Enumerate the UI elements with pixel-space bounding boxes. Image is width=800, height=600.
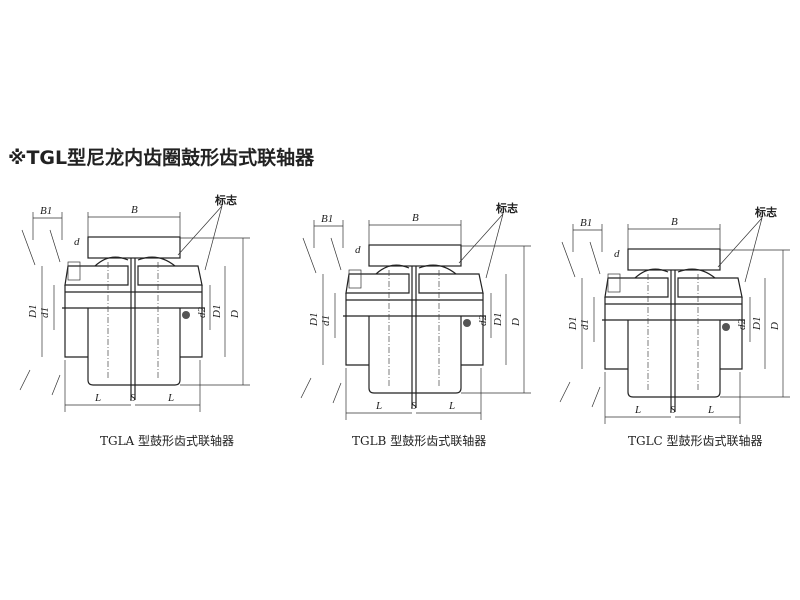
- dim-label-b: B: [131, 204, 138, 216]
- shaft-break-lines: [559, 241, 601, 408]
- dim-label-d1-right: D1: [492, 313, 504, 327]
- nylon-sleeve: [368, 244, 462, 267]
- dim-label-s: S: [130, 392, 136, 404]
- right-hub-flange: [137, 265, 203, 286]
- right-hub-flange: [677, 277, 743, 298]
- hub-body: [368, 316, 462, 394]
- dim-label-b1: B1: [580, 217, 592, 229]
- dim-label-d1-left: D1: [27, 305, 39, 319]
- hub-outline: [345, 293, 484, 366]
- caption-tglb: TGLB 型鼓形齿式联轴器: [352, 434, 487, 448]
- nylon-sleeve: [627, 248, 721, 271]
- page-title: ※TGL型尼龙内齿圈鼓形齿式联轴器: [8, 147, 315, 169]
- dim-label-l-left: L: [634, 404, 641, 416]
- left-hub-flange: [64, 265, 129, 286]
- hub-outline: [64, 285, 203, 358]
- right-hub-flange: [418, 273, 484, 294]
- drum-teeth: [634, 268, 716, 279]
- dim-label-d: D: [510, 318, 522, 327]
- mark-leader-lines: [458, 213, 504, 279]
- caption-tglc: TGLC 型鼓形齿式联轴器: [628, 434, 763, 448]
- dim-label-d1-left: D1: [308, 313, 320, 327]
- hub-body: [87, 308, 181, 386]
- dim-label-d2: d2: [477, 315, 489, 327]
- dim-label-l-left: L: [94, 392, 101, 404]
- dim-label-l-right: L: [707, 404, 714, 416]
- mark-label: 标志: [214, 193, 237, 207]
- dim-label-l-right: L: [167, 392, 174, 404]
- dim-label-d1-right: D1: [211, 305, 223, 319]
- dim-label-d: D: [769, 322, 781, 331]
- dim-label-l-left: L: [375, 400, 382, 412]
- extension-lines: [313, 220, 531, 420]
- set-screw: [722, 323, 730, 331]
- mark-leader-lines: [717, 217, 763, 283]
- dim-label-d1: d1: [320, 315, 332, 326]
- extension-lines: [572, 224, 790, 424]
- dim-label-d-small: d: [355, 244, 361, 256]
- screw: [67, 261, 81, 281]
- dim-label-d1: d1: [579, 319, 591, 330]
- mark-label: 标志: [754, 205, 777, 219]
- set-screw: [182, 311, 190, 319]
- set-screw: [463, 319, 471, 327]
- dim-label-d1: d1: [39, 307, 51, 318]
- left-hub-flange: [604, 277, 669, 298]
- dim-label-b1: B1: [321, 213, 333, 225]
- dim-label-b: B: [412, 212, 419, 224]
- drum-teeth: [375, 264, 457, 275]
- mark-label: 标志: [495, 201, 518, 215]
- shaft-break-lines: [300, 237, 342, 404]
- nylon-sleeve: [87, 236, 181, 259]
- mark-leader-lines: [177, 205, 223, 271]
- dim-label-d1-left: D1: [567, 317, 579, 331]
- hub-body: [627, 320, 721, 398]
- dim-label-l-right: L: [448, 400, 455, 412]
- caption-tgla: TGLA 型鼓形齿式联轴器: [100, 434, 235, 448]
- dim-label-d2: d2: [196, 307, 208, 319]
- left-hub-flange: [345, 273, 410, 294]
- dim-label-b: B: [671, 216, 678, 228]
- dim-label-d: D: [229, 310, 241, 319]
- dim-label-d2: d2: [736, 319, 748, 331]
- extension-lines: [32, 212, 250, 412]
- dim-label-d1-right: D1: [751, 317, 763, 331]
- dim-label-s: S: [670, 404, 676, 416]
- dim-label-s: S: [411, 400, 417, 412]
- dim-label-d-small: d: [74, 236, 80, 248]
- drum-teeth: [94, 256, 176, 267]
- screw: [348, 269, 362, 289]
- shaft-break-lines: [19, 229, 61, 396]
- screw: [607, 273, 621, 293]
- dim-label-b1: B1: [40, 205, 52, 217]
- hub-outline: [604, 297, 743, 370]
- dim-label-d-small: d: [614, 248, 620, 260]
